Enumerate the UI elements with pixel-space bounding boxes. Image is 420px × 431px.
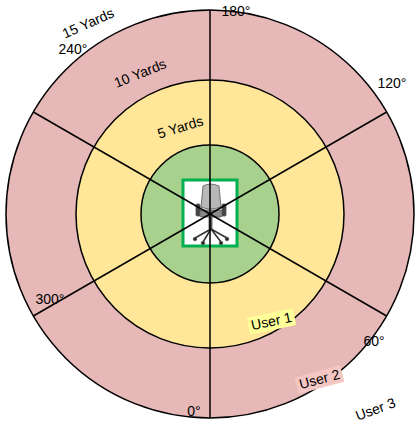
angle-line — [33, 112, 386, 316]
user-label: User 3 — [351, 394, 401, 426]
angle-label: 120° — [378, 76, 407, 91]
angle-label: 240° — [59, 42, 88, 57]
angle-label: 180° — [222, 4, 251, 19]
angle-line — [33, 112, 386, 316]
angle-label: 300° — [36, 292, 65, 307]
angle-label: 60° — [363, 334, 384, 349]
angle-label: 0° — [187, 404, 200, 419]
